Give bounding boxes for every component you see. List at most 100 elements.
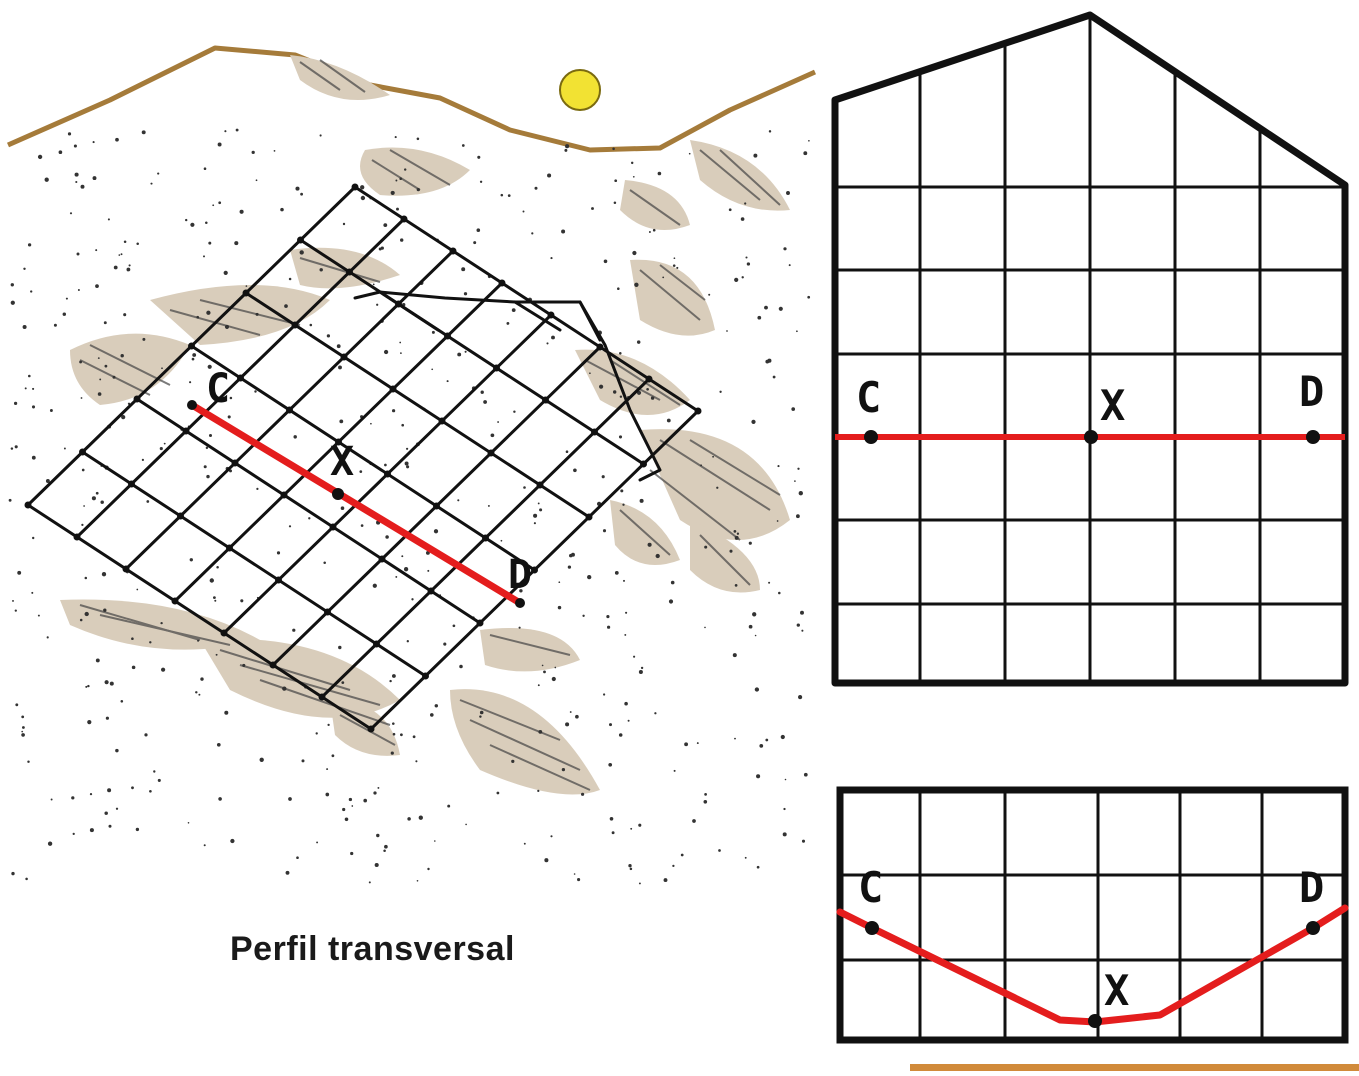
terrain-dot [672, 864, 675, 868]
terrain-dot [195, 691, 198, 694]
terrain-dot [80, 397, 83, 399]
terrain-dot [126, 267, 131, 272]
terrain-dot [383, 849, 386, 853]
terrain-dot [672, 264, 676, 267]
terrain-dot [569, 711, 572, 713]
grid-node-ticks [24, 183, 702, 733]
terrain-dot [418, 815, 423, 820]
terrain-dot [79, 360, 83, 364]
terrain-dot [759, 744, 764, 748]
terrain-dot [235, 128, 239, 132]
terrain-dot [569, 553, 573, 558]
terrain-dot [500, 193, 504, 197]
terrain-dot [72, 832, 75, 836]
grid-node [242, 289, 250, 297]
terrain-dot [700, 464, 703, 467]
terrain-dot [480, 390, 484, 394]
terrain-dot [144, 733, 148, 737]
terrain-dot [704, 793, 707, 796]
terrain-dot [654, 712, 657, 715]
grid-node [24, 501, 32, 509]
grid-node [591, 428, 598, 436]
label-x-plan: X [1100, 381, 1125, 430]
terrain-dot [123, 313, 127, 317]
terrain-dot [459, 664, 463, 669]
terrain-dot [507, 194, 511, 197]
terrain-dot [13, 401, 18, 406]
grid-node [122, 565, 130, 573]
terrain-dot [105, 716, 109, 720]
point-d-profile [1306, 921, 1320, 935]
terrain-dot [500, 539, 503, 542]
terrain-dot [403, 567, 409, 572]
terrain-dot [192, 353, 197, 357]
terrain-dot [360, 195, 366, 201]
terrain-dot [131, 786, 134, 790]
terrain-dot [490, 433, 495, 438]
terrain-dot [533, 522, 536, 525]
terrain-dot [801, 629, 804, 632]
grid-node [220, 629, 228, 637]
terrain-dot [208, 241, 212, 245]
grid-node [482, 534, 489, 542]
terrain-dot [341, 681, 345, 684]
terrain-dot [75, 180, 78, 184]
terrain-dot [76, 252, 80, 256]
grid-node [438, 417, 446, 425]
terrain-dot [561, 229, 566, 234]
terrain-dot [113, 265, 118, 270]
terrain-dot [399, 177, 403, 180]
terrain-dot [251, 150, 255, 155]
terrain-dot [457, 499, 460, 502]
terrain-dot [744, 856, 747, 859]
terrain-dot [81, 523, 84, 527]
terrain-dot [396, 207, 399, 211]
terrain-dot [447, 804, 451, 808]
label-c-plan: C [856, 373, 881, 422]
terrain-dot [544, 858, 549, 863]
terrain-dot [336, 344, 341, 349]
terrain-dot [136, 242, 139, 246]
terrain-dot [319, 134, 322, 137]
terrain-dot [433, 529, 439, 534]
terrain-dot [153, 770, 156, 773]
terrain-dot [416, 879, 419, 882]
grid-node [335, 438, 342, 446]
terrain-dot [63, 447, 66, 450]
terrain-dot [487, 504, 490, 507]
terrain-dot [638, 882, 641, 885]
terrain-dot [92, 176, 97, 181]
terrain-dot [239, 209, 244, 214]
terrain-dot [534, 186, 538, 190]
terrain-dot [73, 144, 77, 148]
terrain-dot [383, 349, 389, 355]
terrain-dot [573, 468, 577, 473]
terrain-dot [391, 674, 396, 678]
grid-line [353, 185, 700, 413]
terrain-dot [463, 292, 468, 296]
terrain-dot [282, 686, 287, 691]
terrain-dot [189, 558, 193, 562]
terrain-dot [209, 578, 214, 583]
terrain-dot [519, 589, 523, 593]
terrain-dot [338, 645, 342, 650]
terrain-dot [202, 255, 206, 258]
terrain-dot [465, 823, 467, 826]
terrain-dot [696, 742, 699, 745]
terrain-dot [797, 467, 800, 470]
terrain-dot [213, 596, 216, 599]
terrain-dot [95, 249, 98, 252]
terrain-dot [157, 172, 160, 175]
terrain-dot [200, 677, 204, 681]
terrain-dot [141, 458, 145, 462]
terrain-dot [565, 450, 569, 453]
terrain-dot [319, 268, 323, 272]
terrain-dot [84, 611, 89, 617]
terrain-dot [751, 419, 756, 425]
terrain-dot [120, 700, 124, 703]
terrain-dot [589, 372, 591, 375]
terrain-dot [617, 287, 620, 290]
terrain-dot [208, 433, 213, 438]
grid-node [585, 513, 593, 521]
terrain-dot [803, 151, 808, 156]
